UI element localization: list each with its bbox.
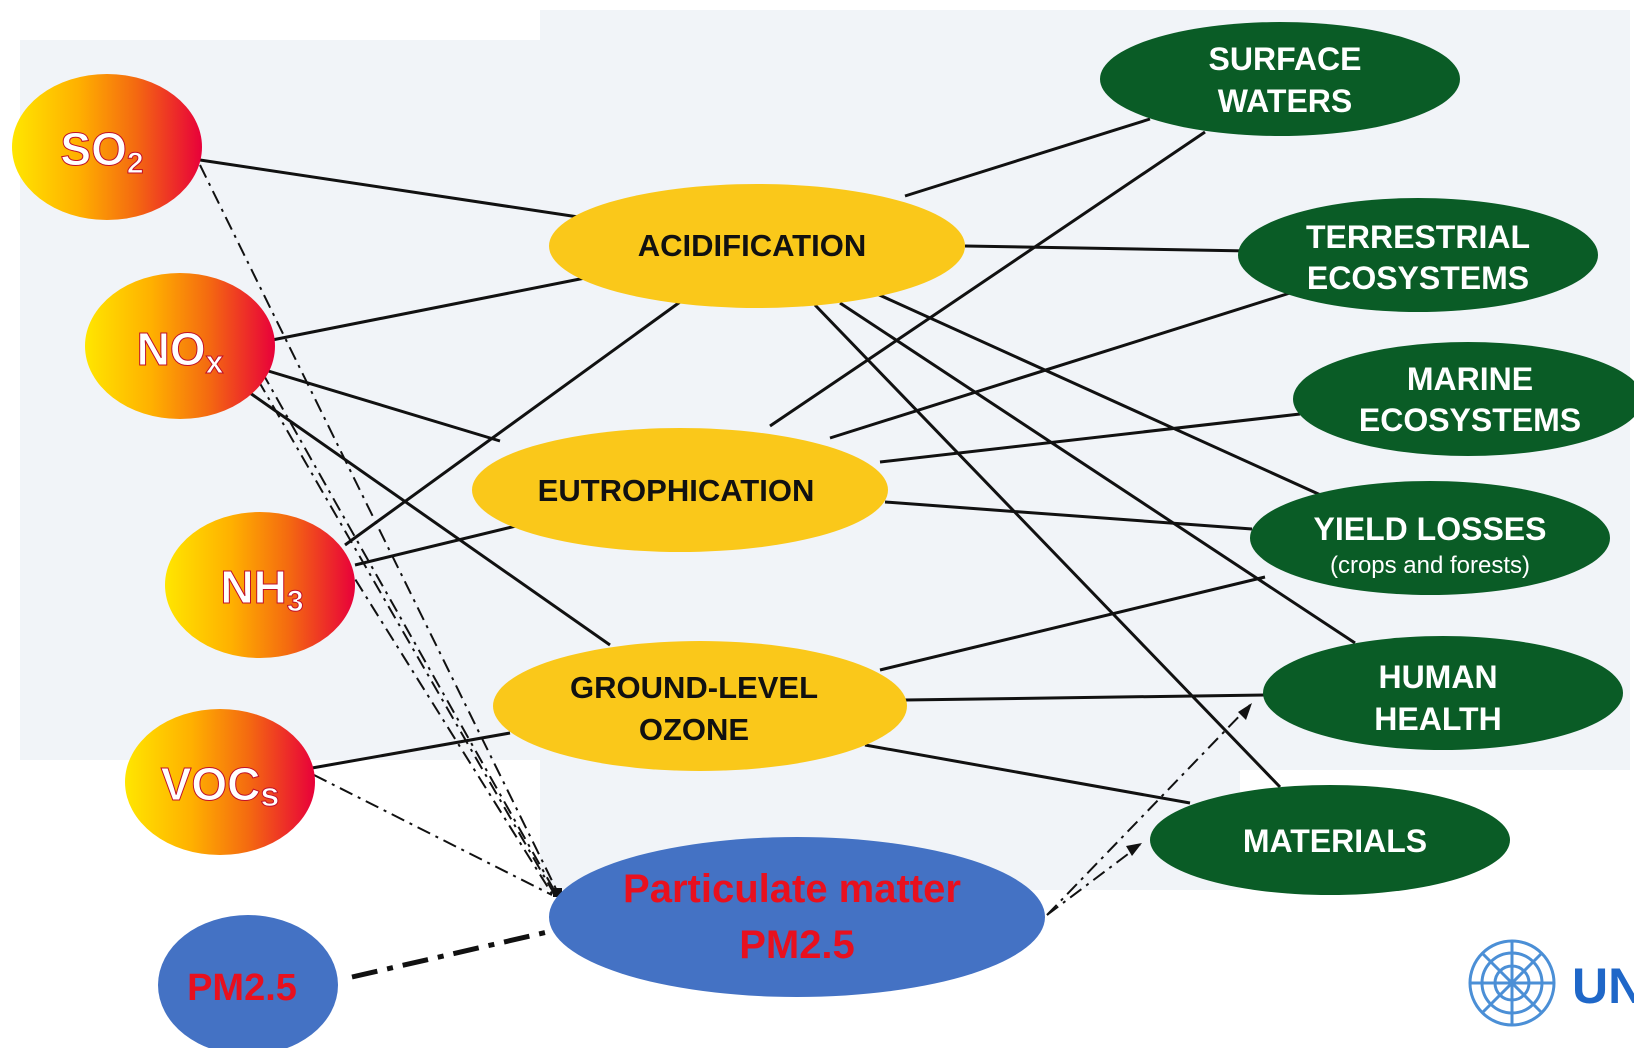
nox-label: NO [137, 323, 206, 375]
svg-text:NOx: NOx [137, 323, 224, 380]
nh3-subscript: 3 [287, 585, 304, 618]
nh3-label: NH [220, 561, 286, 613]
materials-label: MATERIALS [1243, 823, 1427, 859]
surface-waters-line2: WATERS [1218, 83, 1353, 119]
problem-particulate: Particulate matter PM2.5 [549, 837, 1045, 997]
vocs-label: VOC [161, 758, 261, 810]
particulate-label-line1: Particulate matter [623, 867, 961, 911]
svg-text:NH3: NH3 [220, 561, 303, 618]
terrestrial-line2: ECOSYSTEMS [1307, 260, 1529, 296]
pm-connector-lines [199, 164, 1251, 916]
nox-subscript: x [206, 344, 224, 380]
eutrophication-label: EUTROPHICATION [538, 473, 815, 508]
terrestrial-line1: TERRESTRIAL [1306, 219, 1530, 255]
marine-line1: MARINE [1407, 361, 1533, 397]
effect-materials: MATERIALS [1150, 785, 1510, 895]
surface-waters-line1: SURFACE [1209, 41, 1362, 77]
ozone-label-line1: GROUND-LEVEL [570, 670, 818, 705]
marine-line2: ECOSYSTEMS [1359, 402, 1581, 438]
svg-text:VOCs: VOCs [161, 758, 280, 814]
so2-label: SO [60, 123, 126, 175]
yield-line1: YIELD LOSSES [1314, 511, 1547, 547]
problem-eutrophication: EUTROPHICATION [472, 428, 888, 552]
pm25-link-line [351, 928, 553, 980]
pm25-label: PM2.5 [187, 967, 297, 1009]
health-line1: HUMAN [1378, 659, 1497, 695]
vocs-subscript: s [260, 776, 279, 814]
arrowhead-materials [1126, 843, 1142, 856]
health-line2: HEALTH [1374, 701, 1501, 737]
connector-lines [199, 117, 1356, 805]
pollutant-nox: NOx [85, 273, 275, 419]
un-logo-text: UN [1572, 958, 1634, 1014]
pollutant-vocs: VOCs [125, 709, 315, 855]
so2-subscript: 2 [127, 147, 144, 180]
svg-text:SO2: SO2 [60, 123, 143, 180]
effect-terrestrial-ecosystems: TERRESTRIAL ECOSYSTEMS [1238, 198, 1598, 312]
arrowhead-health [1238, 703, 1252, 720]
problem-ozone: GROUND-LEVEL OZONE [493, 641, 907, 771]
pollutant-nh3: NH3 [165, 512, 355, 658]
particulate-label-line2: PM2.5 [739, 923, 855, 967]
problem-acidification: ACIDIFICATION [549, 184, 965, 308]
un-logo: UN [1468, 939, 1634, 1027]
effect-marine-ecosystems: MARINE ECOSYSTEMS [1293, 342, 1634, 456]
pollutant-pm25: PM2.5 [158, 915, 338, 1048]
effect-yield-losses: YIELD LOSSES (crops and forests) [1250, 481, 1610, 595]
pollutant-so2: SO2 [12, 74, 202, 220]
effect-human-health: HUMAN HEALTH [1263, 636, 1623, 750]
un-emblem-icon [1468, 939, 1556, 1027]
acidification-label: ACIDIFICATION [638, 228, 866, 263]
ozone-label-line2: OZONE [639, 712, 749, 747]
effect-surface-waters: SURFACE WATERS [1100, 22, 1460, 136]
pm-junction-marker [553, 888, 562, 897]
yield-line2: (crops and forests) [1330, 552, 1530, 579]
